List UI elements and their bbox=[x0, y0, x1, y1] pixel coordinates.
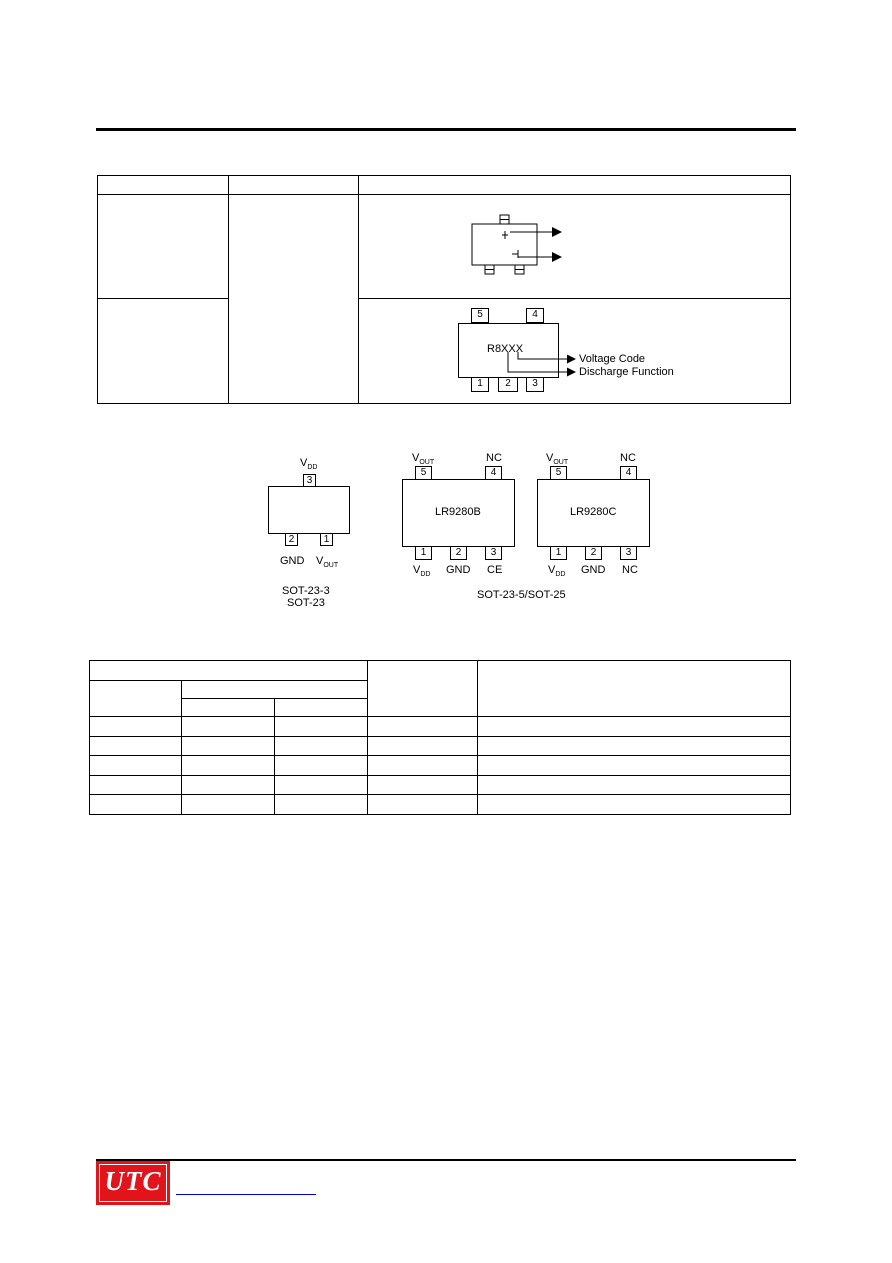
sot23-pin-2: 2 bbox=[285, 533, 298, 546]
table-cell bbox=[89, 794, 182, 815]
lr9280b-body bbox=[402, 479, 515, 547]
footer-link[interactable] bbox=[176, 1194, 316, 1195]
table-cell bbox=[181, 735, 275, 757]
lr9280b-pin-3: 3 bbox=[485, 546, 502, 560]
lr9280b-pin-2: 2 bbox=[450, 546, 467, 560]
marking-pin-3: 3 bbox=[526, 377, 544, 392]
marking-diagram-cell bbox=[358, 194, 791, 299]
lr9280b-pin-4: 4 bbox=[485, 466, 502, 480]
pin-table-header bbox=[477, 659, 791, 718]
footer-rule bbox=[96, 1159, 796, 1161]
table-cell bbox=[181, 794, 275, 815]
logo-text: UTC bbox=[104, 1166, 162, 1196]
pin-table-header bbox=[274, 697, 368, 718]
table-cell bbox=[367, 755, 478, 776]
lr9280c-pin-3-label: NC bbox=[622, 564, 638, 576]
marking-pin-5: 5 bbox=[471, 308, 489, 323]
sot23-caption-1: SOT-23-3 bbox=[282, 585, 330, 597]
marking-package-cell bbox=[97, 194, 229, 299]
lr9280b-pin-2-label: GND bbox=[446, 564, 471, 576]
table-cell bbox=[274, 755, 368, 776]
sot23-pin-2-label: GND bbox=[280, 555, 305, 567]
table-cell bbox=[367, 794, 478, 815]
lr9280b-pin-1-label: VDD bbox=[413, 564, 431, 579]
marking-arrows bbox=[507, 352, 576, 377]
table-cell bbox=[477, 794, 791, 815]
utc-logo: UTC bbox=[96, 1161, 170, 1205]
table-cell bbox=[89, 716, 182, 737]
table-cell bbox=[89, 774, 182, 796]
marking-header-cell bbox=[97, 175, 229, 195]
table-row bbox=[89, 774, 791, 796]
lr9280c-pin-5: 5 bbox=[550, 466, 567, 480]
table-cell bbox=[274, 794, 368, 815]
sot23-caption-2: SOT-23 bbox=[287, 597, 325, 609]
table-cell bbox=[477, 716, 791, 737]
lr9280c-pin-3: 3 bbox=[620, 546, 637, 560]
marking-header-cell bbox=[228, 175, 359, 195]
table-cell bbox=[274, 735, 368, 757]
logo-frame bbox=[99, 1164, 167, 1202]
table-cell bbox=[181, 716, 275, 737]
table-cell bbox=[274, 774, 368, 796]
sot23-body bbox=[268, 486, 350, 534]
pin-table-header bbox=[181, 679, 368, 699]
pin-description-table bbox=[89, 659, 791, 815]
lr9280b-pin-1: 1 bbox=[415, 546, 432, 560]
lr9280c-pin-2: 2 bbox=[585, 546, 602, 560]
table-cell bbox=[89, 755, 182, 776]
table-cell bbox=[367, 716, 478, 737]
lr9280b-pin-5: 5 bbox=[415, 466, 432, 480]
marking-pin-1: 1 bbox=[471, 377, 489, 392]
table-row bbox=[89, 735, 791, 757]
lr9280b-part-label: LR9280B bbox=[435, 506, 481, 518]
table-cell bbox=[367, 735, 478, 757]
marking-package-cell bbox=[97, 298, 229, 404]
table-row bbox=[89, 755, 791, 776]
lr9280c-pin-2-label: GND bbox=[581, 564, 606, 576]
lr9280c-part-label: LR9280C bbox=[570, 506, 617, 518]
marking-pin-4: 4 bbox=[526, 308, 544, 323]
sot23-pin-1: 1 bbox=[320, 533, 333, 546]
sot23-marking-diagram bbox=[471, 214, 562, 275]
lr9280c-pin-4-label: NC bbox=[620, 452, 636, 464]
header-rule bbox=[96, 128, 796, 131]
lr9280b-pin-3-label: CE bbox=[487, 564, 503, 576]
table-cell bbox=[367, 774, 478, 796]
pin-table-header bbox=[89, 660, 368, 681]
lr9280b-pin-4-label: NC bbox=[486, 452, 502, 464]
table-row bbox=[89, 716, 791, 737]
table-cell bbox=[181, 774, 275, 796]
marking-code: R8XXX bbox=[487, 343, 524, 355]
marking-diagram-cell bbox=[358, 298, 791, 404]
table-cell bbox=[477, 774, 791, 796]
pin-table-header bbox=[367, 659, 478, 718]
voltage-code-label: Voltage Code bbox=[579, 353, 646, 365]
lr9280c-pin-1: 1 bbox=[550, 546, 567, 560]
lr9280c-pin-5-label: VOUT bbox=[546, 452, 569, 467]
sot23-top-pin-label: VDD bbox=[300, 457, 318, 472]
table-row bbox=[89, 794, 791, 815]
table-cell bbox=[477, 735, 791, 757]
marking-pin-2: 2 bbox=[498, 377, 518, 392]
pin-table-header bbox=[181, 697, 275, 718]
lr9280c-pin-4: 4 bbox=[620, 466, 637, 480]
table-cell bbox=[181, 755, 275, 776]
marking-table bbox=[97, 175, 791, 404]
table-cell bbox=[274, 716, 368, 737]
pin-table-header bbox=[89, 679, 182, 718]
sot25-caption: SOT-23-5/SOT-25 bbox=[477, 589, 566, 601]
discharge-function-label: Discharge Function bbox=[579, 366, 674, 378]
table-cell bbox=[89, 735, 182, 757]
lr9280c-body bbox=[537, 479, 650, 547]
lr9280b-pin-5-label: VOUT bbox=[412, 452, 435, 467]
lr9280c-pin-1-label: VDD bbox=[548, 564, 566, 579]
marking-header-cell bbox=[358, 175, 791, 195]
sot23-pin-1-label: VOUT bbox=[316, 555, 339, 570]
table-cell bbox=[477, 755, 791, 776]
marking-ordering-cell bbox=[228, 194, 359, 404]
